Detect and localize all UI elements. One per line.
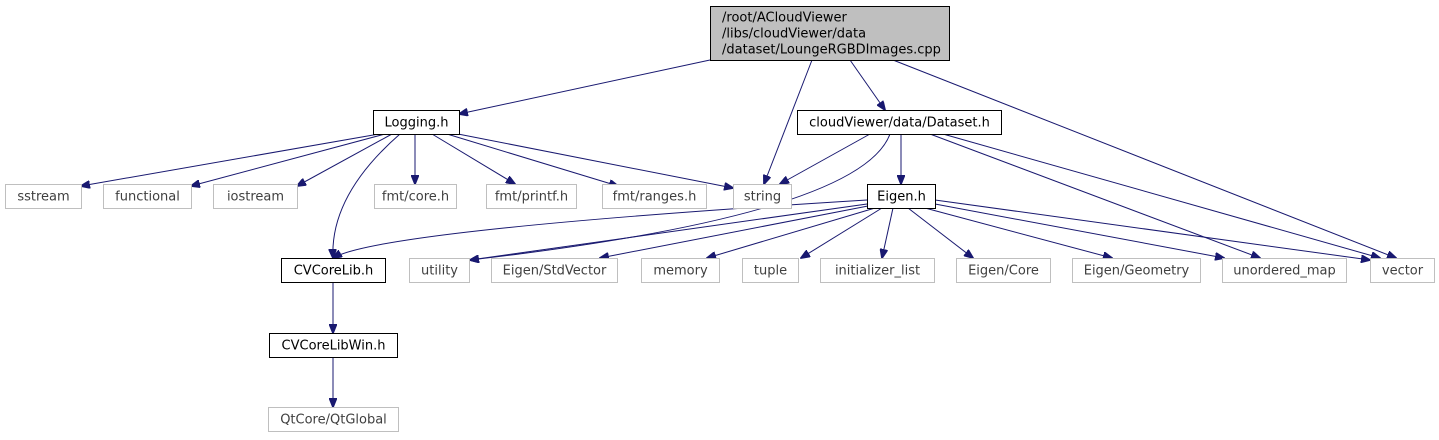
node-box — [710, 6, 950, 61]
node-root[interactable]: /root/ACloudViewer/libs/cloudViewer/data… — [710, 6, 950, 61]
node-box — [742, 258, 799, 283]
node-box — [374, 184, 457, 209]
node-box — [5, 184, 82, 209]
node-functional: functional — [103, 184, 192, 209]
node-label: functional — [115, 190, 180, 205]
node-box — [1222, 258, 1347, 283]
node-eigen[interactable]: Eigen.h — [867, 184, 936, 209]
node-tuple: tuple — [742, 258, 799, 283]
node-label: Logging.h — [385, 116, 449, 131]
node-box — [373, 110, 460, 135]
node-cvcorelibwin[interactable]: CVCoreLibWin.h — [269, 333, 398, 358]
edge-root-to-string — [764, 59, 813, 184]
edge-logging-to-cvcorelib — [333, 133, 401, 258]
node-box — [602, 184, 707, 209]
edge-logging-to-string — [457, 133, 733, 188]
node-fmtprintf: fmt/printf.h — [486, 184, 577, 209]
node-box — [409, 258, 470, 283]
node-label: /dataset/LoungeRGBDImages.cpp — [722, 43, 941, 58]
node-box — [1370, 258, 1435, 283]
node-label: vector — [1382, 264, 1424, 279]
node-eigencore: Eigen/Core — [956, 258, 1051, 283]
node-string: string — [733, 184, 792, 209]
nodes-layer: /root/ACloudViewer/libs/cloudViewer/data… — [5, 6, 1435, 432]
node-box — [867, 184, 936, 209]
node-cvcorelib[interactable]: CVCoreLib.h — [281, 258, 386, 283]
edge-eigen-to-unordered — [934, 203, 1224, 258]
node-label: /root/ACloudViewer — [722, 11, 847, 26]
node-label: string — [744, 190, 781, 205]
node-box — [797, 110, 1002, 135]
node-vector: vector — [1370, 258, 1435, 283]
node-label: /libs/cloudViewer/data — [722, 27, 866, 42]
node-label: iostream — [227, 190, 284, 205]
node-unordered: unordered_map — [1222, 258, 1347, 283]
node-label: fmt/ranges.h — [613, 190, 697, 205]
node-dataset[interactable]: cloudViewer/data/Dataset.h — [797, 110, 1002, 135]
edge-eigen-to-eigencore — [907, 207, 973, 258]
node-memory: memory — [641, 258, 720, 283]
node-box — [641, 258, 720, 283]
node-box — [1072, 258, 1201, 283]
edge-root-to-vector — [892, 59, 1396, 258]
edge-logging-to-fmtprintf — [431, 133, 515, 184]
node-logging[interactable]: Logging.h — [373, 110, 460, 135]
node-label: fmt/core.h — [382, 190, 449, 205]
edge-root-to-dataset — [849, 59, 885, 110]
node-stdvector: Eigen/StdVector — [491, 258, 618, 283]
node-label: cloudViewer/data/Dataset.h — [809, 116, 990, 131]
node-qtglobal: QtCore/QtGlobal — [268, 407, 399, 432]
node-box — [268, 407, 399, 432]
node-label: sstream — [17, 190, 69, 205]
node-label: Eigen.h — [877, 190, 926, 205]
node-sstream: sstream — [5, 184, 82, 209]
edge-eigen-to-vector — [934, 199, 1370, 260]
node-box — [956, 258, 1051, 283]
edge-logging-to-functional — [191, 133, 386, 186]
node-label: tuple — [754, 264, 787, 279]
node-label: Eigen/Geometry — [1084, 264, 1190, 279]
edge-eigen-to-memory — [707, 207, 876, 258]
node-label: initializer_list — [835, 264, 920, 279]
node-box — [281, 258, 386, 283]
node-label: unordered_map — [1233, 264, 1336, 279]
node-label: CVCoreLibWin.h — [282, 339, 386, 354]
node-box — [213, 184, 298, 209]
node-label: QtCore/QtGlobal — [280, 413, 387, 428]
edge-root-to-logging — [459, 59, 711, 114]
node-box — [733, 184, 792, 209]
edge-eigen-to-initlist — [882, 207, 894, 258]
edge-eigen-to-utility — [470, 203, 868, 260]
edge-logging-to-sstream — [81, 133, 380, 186]
node-box — [491, 258, 618, 283]
edge-dataset-to-unordered — [929, 133, 1260, 258]
node-box — [820, 258, 935, 283]
node-fmtcore: fmt/core.h — [374, 184, 457, 209]
edge-dataset-to-vector — [942, 133, 1380, 258]
node-label: memory — [653, 264, 708, 279]
edge-dataset-to-string — [780, 133, 871, 184]
node-iostream: iostream — [213, 184, 298, 209]
node-box — [269, 333, 398, 358]
node-label: Eigen/StdVector — [503, 264, 607, 279]
edge-eigen-to-tuple — [801, 207, 883, 258]
node-eigengeom: Eigen/Geometry — [1072, 258, 1201, 283]
edge-eigen-to-stdvector — [600, 205, 869, 258]
node-box — [103, 184, 192, 209]
node-initlist: initializer_list — [820, 258, 935, 283]
node-label: Eigen/Core — [968, 264, 1039, 279]
node-fmtranges: fmt/ranges.h — [602, 184, 707, 209]
node-label: fmt/printf.h — [495, 190, 568, 205]
node-label: CVCoreLib.h — [294, 264, 374, 279]
edge-logging-to-fmtranges — [446, 133, 618, 186]
node-label: utility — [421, 264, 458, 279]
node-box — [486, 184, 577, 209]
edge-logging-to-iostream — [297, 133, 393, 186]
edge-eigen-to-eigengeom — [924, 207, 1112, 258]
node-utility: utility — [409, 258, 470, 283]
